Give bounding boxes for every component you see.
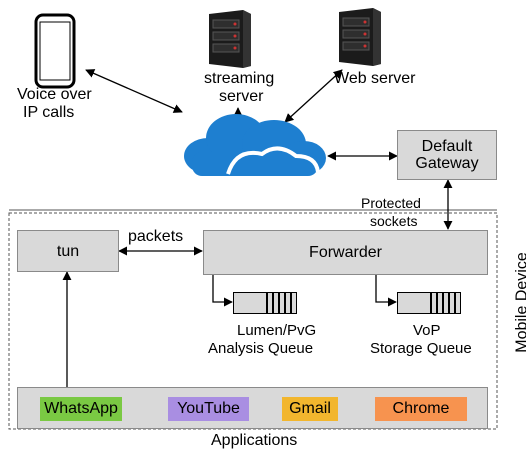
lumen-queue-line2: Analysis Queue xyxy=(208,340,314,357)
mobile-device-frame xyxy=(8,212,498,430)
gateway-label-line2: Gateway xyxy=(415,155,479,172)
smartphone-icon xyxy=(34,13,76,89)
voip-label-line1: Voice over xyxy=(17,86,92,103)
arrow-forwarder-lumen-queue xyxy=(212,275,233,307)
cloud-icon xyxy=(178,108,330,180)
mobile-device-label: Mobile Device xyxy=(513,252,526,353)
forwarder-box: Forwarder xyxy=(203,230,488,275)
arrow-phone-cloud xyxy=(85,69,183,113)
packets-label: packets xyxy=(128,228,184,245)
streaming-label-line1: streaming xyxy=(204,70,275,87)
app-whatsapp: WhatsApp xyxy=(40,397,122,421)
gateway-label-line1: Default xyxy=(421,138,473,155)
vop-queue-line2: Storage Queue xyxy=(370,340,472,357)
app-chrome: Chrome xyxy=(375,397,467,421)
forwarder-label: Forwarder xyxy=(309,244,382,261)
protected-sockets-line1: Protected xyxy=(361,195,421,211)
web-server-label: Web server xyxy=(334,70,416,87)
queue-icon xyxy=(397,292,461,314)
tun-box: tun xyxy=(17,230,119,272)
applications-label: Applications xyxy=(211,432,298,449)
tun-label: tun xyxy=(56,242,80,260)
protected-sockets-line2: sockets xyxy=(370,213,418,229)
default-gateway-box: Default Gateway xyxy=(397,130,497,180)
arrow-forwarder-vop-queue xyxy=(375,275,397,307)
server-rack-icon xyxy=(335,6,385,66)
arrow-web-cloud xyxy=(284,69,343,123)
lumen-queue-line1: Lumen/PvG xyxy=(237,322,317,339)
voip-label-line2: IP calls xyxy=(23,104,75,121)
server-rack-icon xyxy=(205,8,255,68)
vop-queue-line1: VoP xyxy=(413,322,441,339)
queue-icon xyxy=(233,292,297,314)
app-youtube: YouTube xyxy=(168,397,249,421)
app-gmail: Gmail xyxy=(282,397,338,421)
streaming-label-line2: server xyxy=(219,88,264,105)
